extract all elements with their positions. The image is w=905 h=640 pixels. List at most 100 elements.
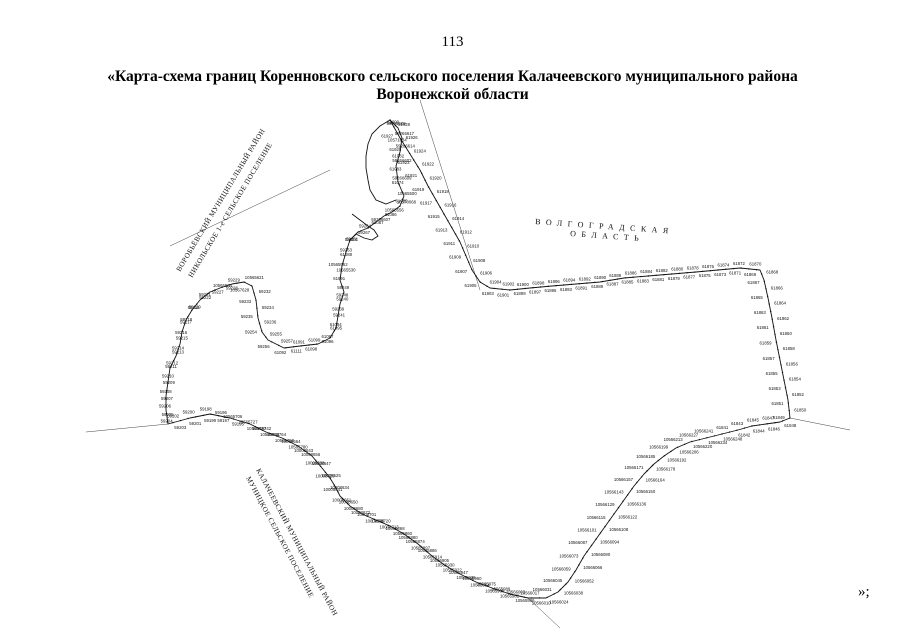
boundary-point-marker (336, 322, 338, 325)
boundary-point-label: 61882 (656, 268, 669, 273)
boundary-point-marker (431, 193, 434, 195)
boundary-inner-segment (349, 213, 379, 241)
boundary-point-label: 59266607 (371, 217, 391, 222)
boundary-point-labels: 5926660961099592666171057103459266614610… (159, 119, 807, 606)
boundary-point-marker (179, 419, 182, 422)
boundary-point-marker (337, 491, 339, 493)
boundary-point-marker (508, 593, 510, 595)
boundary-point-marker (475, 275, 477, 277)
boundary-point-marker (247, 422, 249, 425)
boundary-point-marker (285, 347, 287, 349)
boundary-point-label: 59201 (189, 421, 202, 426)
boundary-point-label: 59234 (262, 305, 275, 310)
boundary-point-marker (631, 488, 633, 490)
boundary-point-label: 61918 (437, 189, 450, 194)
boundary-point-label: 10566059 (552, 566, 572, 571)
boundary-point-label: 10565868 (385, 526, 405, 531)
boundary-point-marker (214, 289, 216, 291)
boundary-point-label: 61842 (738, 433, 751, 438)
boundary-point-label: 10565930 (435, 563, 455, 568)
boundary-point-marker (283, 438, 285, 440)
boundary-point-marker (636, 481, 638, 484)
boundary-point-label: 10565720 (247, 426, 267, 431)
boundary-point-label: 61884 (640, 269, 653, 274)
boundary-point-label: 59222 (199, 295, 212, 300)
boundary-point-label: 10565968 (485, 588, 505, 593)
external-line-northwest (169, 169, 331, 247)
boundary-point-label: 10565960 (462, 576, 482, 581)
boundary-point-label: 61843 (731, 421, 744, 426)
boundary-point-marker (468, 261, 470, 263)
boundary-point-marker (166, 420, 169, 423)
boundary-point-marker (408, 152, 411, 155)
boundary-point-label: 61854 (789, 377, 802, 382)
boundary-point-label: 61904 (490, 279, 503, 284)
boundary-point-marker (344, 255, 346, 257)
boundary-point-label: 61925 (389, 147, 402, 152)
boundary-point-marker (303, 449, 305, 451)
boundary-point-marker (694, 271, 696, 273)
boundary-point-label: 61846 (768, 426, 781, 431)
boundary-point-marker (261, 429, 263, 431)
boundary-point-label: 61876 (702, 264, 715, 269)
boundary-point-marker (424, 179, 426, 181)
boundary-point-marker (582, 557, 584, 559)
boundary-point-marker (373, 518, 375, 520)
boundary-point-marker (774, 333, 776, 336)
boundary-point-marker (789, 417, 791, 419)
boundary-point-marker (373, 222, 375, 224)
boundary-point-label: 59206 (159, 404, 172, 409)
boundary-point-marker (353, 507, 355, 510)
boundary-point-label: 10566052 (575, 578, 595, 583)
boundary-point-label: 59219 (188, 305, 201, 310)
boundary-point-label: 61864 (774, 301, 787, 306)
boundary-point-label: 10566199 (649, 445, 669, 450)
boundary-point-marker (360, 230, 362, 232)
boundary-point-label: 61865 (751, 295, 764, 300)
boundary-point-label: 59218 (180, 317, 193, 322)
boundary-point-marker (479, 582, 481, 585)
boundary-point-marker (670, 450, 672, 453)
boundary-point-marker (578, 564, 580, 566)
boundary-point-label: 10566241 (694, 429, 714, 434)
boundary-point-label: 61892 (579, 276, 592, 281)
boundary-point-marker (586, 551, 588, 553)
boundary-point-label: 61896 (548, 279, 561, 284)
boundary-point-marker (379, 218, 382, 220)
boundary-point-marker (167, 382, 169, 384)
boundary-point-marker (768, 303, 770, 305)
boundary-point-label: 59261 (346, 236, 359, 241)
boundary-point-label: 61921 (405, 173, 418, 178)
boundary-point-marker (471, 579, 474, 581)
boundary-point-marker (394, 528, 397, 530)
boundary-point-marker (399, 205, 401, 207)
boundary-point-marker (547, 285, 549, 287)
boundary-point-label: 10566003 (506, 590, 526, 595)
boundary-point-marker (509, 289, 511, 291)
boundary-point-marker (781, 371, 784, 374)
boundary-point-label: 10008680 (344, 506, 364, 511)
boundary-point-marker (553, 593, 555, 595)
boundary-point-label: 10008650 (339, 499, 359, 504)
boundary-point-label: 59266617 (395, 131, 415, 136)
boundary-point-label: 10566031 (533, 587, 553, 592)
boundary-point-marker (732, 267, 735, 270)
boundary-point-marker (354, 234, 356, 236)
boundary-point-label: 10008661 (332, 498, 352, 503)
boundary-point-marker (608, 519, 611, 521)
boundary-point-label: 61890 (594, 275, 607, 280)
boundary-point-marker (464, 254, 467, 256)
boundary-point-marker (255, 299, 257, 302)
boundary-point-marker (616, 278, 619, 280)
boundary-point-label: 61868 (766, 270, 779, 275)
boundary-point-marker (308, 344, 310, 346)
boundary-point-label: 59229 (228, 278, 241, 283)
boundary-point-marker (340, 300, 342, 302)
boundary-point-marker (432, 555, 434, 558)
boundary-point-marker (593, 281, 596, 284)
boundary-point-label: 61871 (729, 271, 742, 276)
boundary-point-marker (684, 443, 686, 445)
boundary-point-label: 10566206 (680, 449, 700, 454)
boundary-point-marker (396, 132, 399, 135)
